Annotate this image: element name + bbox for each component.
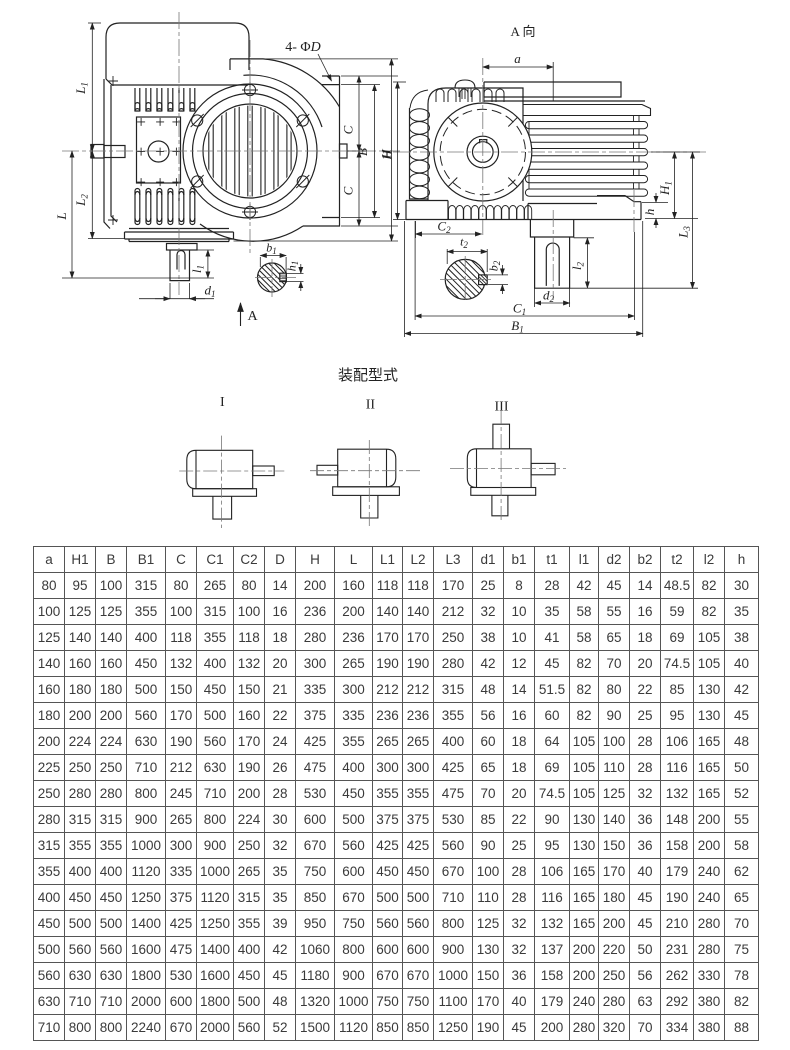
svg-text:B: B: [355, 148, 370, 156]
svg-text:I: I: [220, 395, 225, 410]
svg-text:A: A: [248, 309, 259, 324]
svg-text:II: II: [366, 398, 376, 413]
svg-text:H1: H1: [657, 181, 674, 196]
svg-text:h: h: [642, 209, 657, 216]
svg-text:C: C: [341, 186, 356, 195]
svg-text:H: H: [380, 150, 395, 161]
svg-text:L1: L1: [73, 82, 90, 95]
svg-text:C2: C2: [437, 219, 451, 236]
svg-text:L3: L3: [676, 226, 693, 239]
svg-text:d2: d2: [543, 288, 555, 305]
svg-text:b1: b1: [266, 241, 277, 257]
svg-text:III: III: [495, 400, 509, 415]
svg-text:l1: l1: [189, 265, 206, 273]
svg-text:C: C: [341, 125, 356, 134]
svg-text:B1: B1: [511, 318, 523, 335]
svg-text:L2: L2: [73, 194, 90, 207]
svg-text:d1: d1: [205, 283, 216, 300]
svg-text:h1: h1: [285, 261, 301, 272]
svg-text:4- ΦD: 4- ΦD: [285, 40, 321, 55]
svg-text:t2: t2: [460, 235, 468, 251]
svg-text:H: H: [379, 149, 394, 160]
svg-text:A 向: A 向: [511, 24, 536, 39]
svg-text:l2: l2: [569, 261, 586, 270]
svg-text:L: L: [54, 212, 69, 220]
svg-text:装配型式: 装配型式: [338, 367, 398, 384]
svg-text:a: a: [514, 51, 521, 66]
svg-text:C1: C1: [513, 301, 526, 318]
svg-text:b2: b2: [487, 260, 503, 271]
